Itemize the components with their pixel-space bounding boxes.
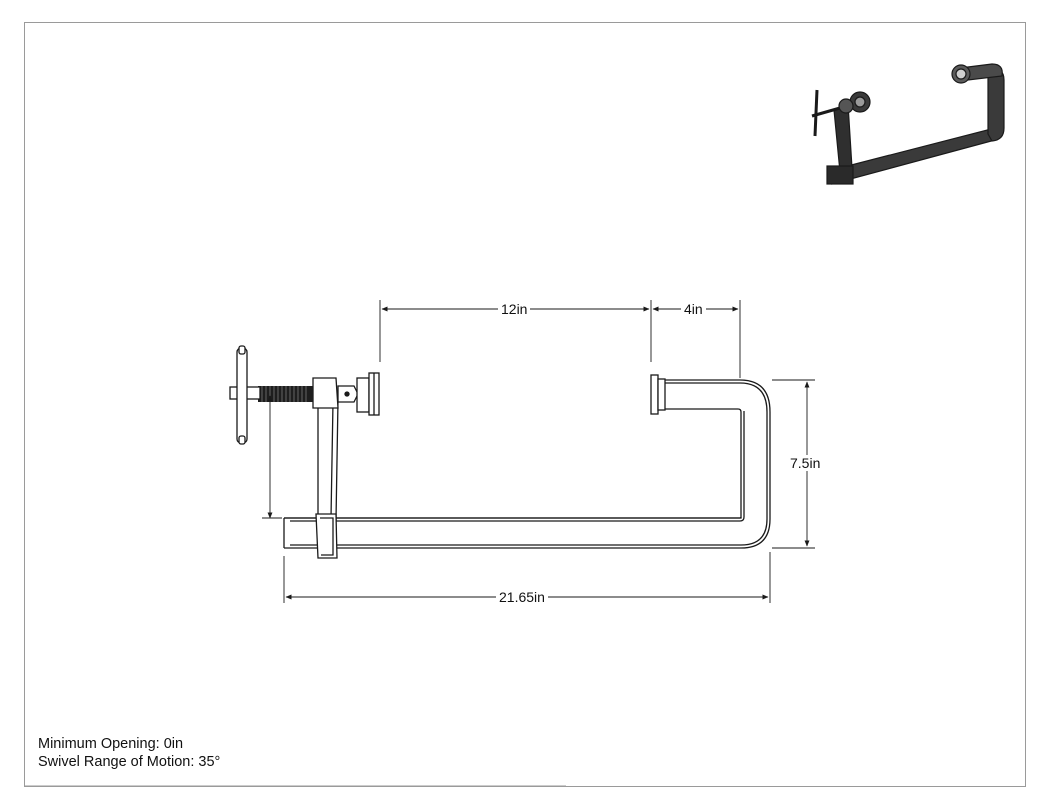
clamp-side-view (229, 345, 771, 559)
dim-label-4in: 4in (681, 301, 706, 317)
dimension-lines (262, 300, 815, 603)
swivel-range-note: Swivel Range of Motion: 35° (38, 754, 221, 770)
minimum-opening-note: Minimum Opening: 0in (38, 736, 184, 752)
dim-label-height: 7.5in (787, 455, 824, 471)
specification-notes: Minimum Opening: 0in Swivel Range of Mot… (38, 735, 220, 771)
isometric-view-thumbnail (811, 63, 1005, 185)
dim-label-12in: 12in (498, 301, 531, 317)
dim-label-overall-length: 21.65in (496, 589, 548, 605)
